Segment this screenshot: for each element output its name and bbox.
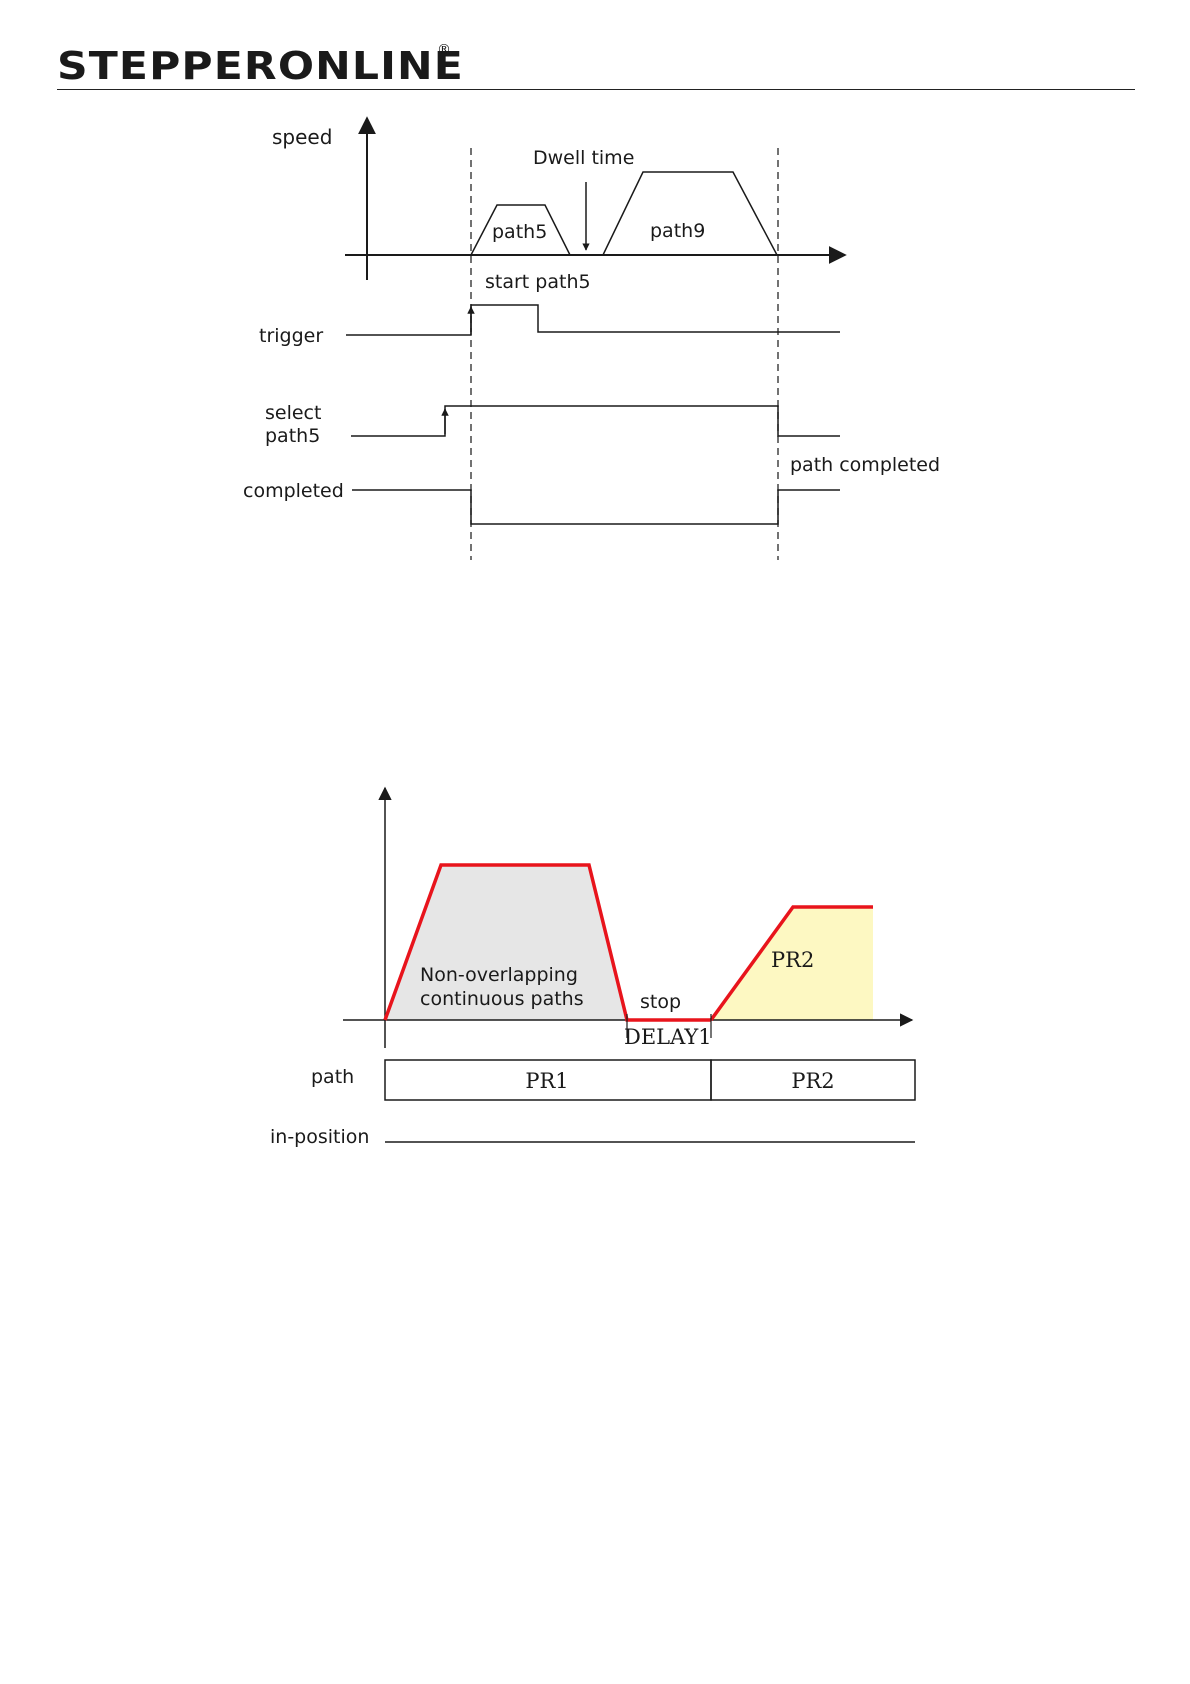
- speed-label: speed: [272, 125, 332, 149]
- delay-label: DELAY1: [624, 1025, 712, 1049]
- completed-label: completed: [243, 480, 344, 502]
- path-label: path: [311, 1066, 354, 1088]
- continuous-paths-diagram: Non-overlapping continuous paths stop DE…: [0, 770, 1190, 1170]
- select-label: select: [265, 402, 321, 424]
- header-rule: [57, 89, 1135, 90]
- trigger-label: trigger: [259, 325, 323, 347]
- registered-mark: ®: [437, 42, 451, 58]
- dwell-time-timing-diagram: speed path5 path9 Dwell time start path5…: [0, 100, 1190, 570]
- completed-signal: [352, 490, 840, 524]
- select-path5-label: path5: [265, 425, 320, 447]
- path9-profile: [603, 172, 777, 255]
- page-header: STEPPERONLINE ®: [57, 40, 1135, 92]
- select-path5-signal: [351, 406, 840, 436]
- path-completed-label: path completed: [790, 454, 940, 476]
- non-overlapping-label: Non-overlapping: [420, 964, 578, 986]
- path9-label: path9: [650, 220, 705, 242]
- stop-label: stop: [640, 991, 681, 1013]
- continuous-paths-label: continuous paths: [420, 988, 584, 1010]
- pr1-box-label: PR1: [525, 1069, 568, 1093]
- start-path5-label: start path5: [485, 271, 591, 293]
- pr2-box-label: PR2: [791, 1069, 834, 1093]
- path5-label: path5: [492, 221, 547, 243]
- brand-logo: STEPPERONLINE: [57, 44, 464, 88]
- in-position-label: in-position: [270, 1126, 369, 1148]
- dwell-time-label: Dwell time: [533, 147, 634, 169]
- trigger-signal: [346, 305, 840, 335]
- pr2-area-label: PR2: [771, 948, 814, 972]
